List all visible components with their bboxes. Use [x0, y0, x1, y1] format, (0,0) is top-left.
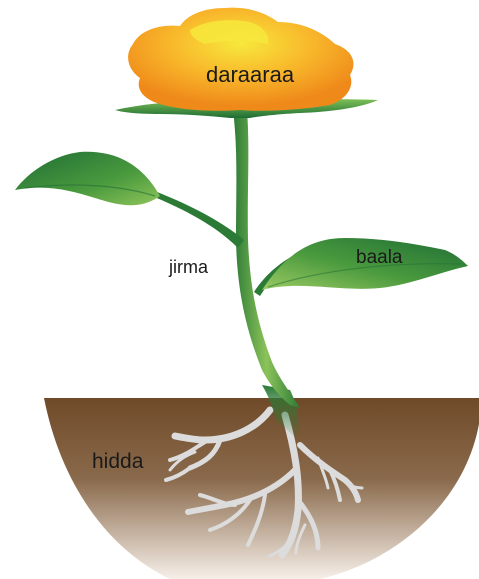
stem-label: jirma	[169, 258, 208, 276]
leaf-label: baala	[356, 248, 403, 267]
left-leaf-petiole	[150, 190, 244, 248]
root-label: hidda	[92, 451, 143, 472]
flower-label: daraaraa	[206, 64, 294, 86]
left-leaf	[15, 152, 160, 206]
soil	[44, 398, 479, 579]
